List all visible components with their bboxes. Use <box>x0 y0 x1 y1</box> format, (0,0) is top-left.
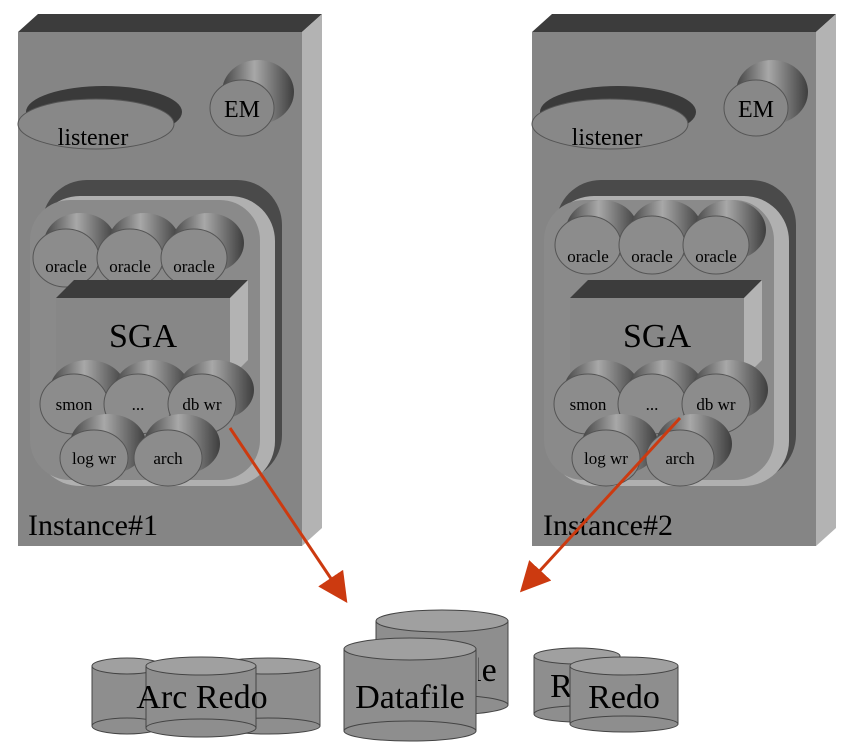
arc-redo-cylinder <box>145 656 257 738</box>
listener-label: listener <box>58 125 129 151</box>
arrow-instance-1-to-datafile <box>228 427 348 603</box>
background-process: log wr <box>59 414 146 487</box>
instance-1-box-top <box>18 14 322 32</box>
instance-1-box-side <box>302 14 322 546</box>
em-label: EM <box>224 97 260 123</box>
smon-label: smon <box>570 395 607 414</box>
instance-1-label: Instance#1 <box>28 509 158 542</box>
db-wr-label: db wr <box>182 395 222 414</box>
oracle-process: oracle <box>682 200 766 275</box>
background-process-row: smon ... db wr log wr arch <box>553 360 768 487</box>
sga-label: SGA <box>623 318 691 355</box>
redo-back-label: Redo <box>550 668 622 705</box>
em-cylinder: EM <box>209 60 294 137</box>
instance-2: listener EM oracle oracle ora <box>531 14 836 546</box>
arrow-instance-2-to-datafile <box>519 416 682 593</box>
oracle-label: oracle <box>109 257 151 276</box>
oracle-process-row: oracle oracle oracle <box>554 200 766 275</box>
oracle-label: oracle <box>631 247 673 266</box>
sga-label: SGA <box>109 318 177 355</box>
arch-label: arch <box>153 449 183 468</box>
oracle-process-row: oracle oracle oracle <box>32 213 244 288</box>
ellipsis-label: ... <box>132 395 145 414</box>
background-process: arch <box>133 414 220 487</box>
arch-label: arch <box>665 449 695 468</box>
datafile-stack: Datafile Datafile <box>343 609 509 742</box>
oracle-label: oracle <box>695 247 737 266</box>
oracle-process: oracle <box>160 213 244 288</box>
background-process-row: smon ... db wr log wr arch <box>39 360 254 487</box>
listener-cylinder: listener <box>17 86 182 151</box>
log-wr-label: log wr <box>72 449 116 468</box>
arc-redo-stack: Arc Redo <box>91 656 321 738</box>
datafile-cylinder: Datafile <box>343 637 477 742</box>
listener-cylinder: listener <box>531 86 696 151</box>
redo-label: Redo <box>588 679 660 716</box>
oracle-label: oracle <box>45 257 87 276</box>
db-wr-label: db wr <box>696 395 736 414</box>
instance-2-box-top <box>532 14 836 32</box>
ellipsis-label: ... <box>646 395 659 414</box>
em-cylinder: EM <box>723 60 808 137</box>
listener-label: listener <box>572 125 643 151</box>
redo-stack: Redo Redo <box>533 647 679 733</box>
instance-2-box-side <box>816 14 836 546</box>
arc-redo-label: Arc Redo <box>136 679 267 716</box>
oracle-label: oracle <box>173 257 215 276</box>
em-label: EM <box>738 97 774 123</box>
datafile-back-label: Datafile <box>387 652 497 689</box>
log-wr-label: log wr <box>584 449 628 468</box>
instance-2-label: Instance#2 <box>543 509 673 542</box>
smon-label: smon <box>56 395 93 414</box>
background-process: log wr <box>571 414 658 487</box>
background-process: arch <box>645 414 732 487</box>
redo-cylinder: Redo <box>569 656 679 733</box>
oracle-label: oracle <box>567 247 609 266</box>
datafile-label: Datafile <box>355 679 465 716</box>
instance-1: listener EM oracle oracle <box>17 14 322 546</box>
